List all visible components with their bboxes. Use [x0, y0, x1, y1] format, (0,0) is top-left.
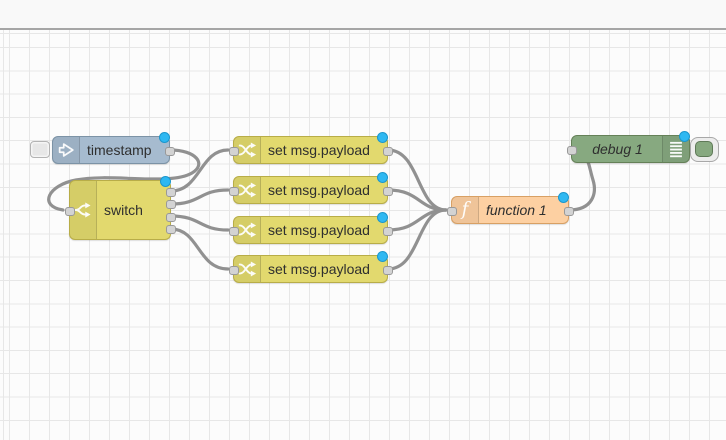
changed-indicator — [377, 211, 388, 223]
changed-indicator — [160, 175, 171, 187]
node-function1[interactable]: f function 1 — [446, 191, 574, 224]
debug-toggle-state — [695, 141, 713, 157]
function-f-icon: f — [452, 197, 479, 223]
workspace-top-strip — [0, 0, 726, 30]
input-port[interactable] — [228, 226, 239, 236]
inject-button[interactable] — [30, 141, 50, 158]
node-change3[interactable]: set msg.payload — [228, 211, 393, 244]
changed-indicator — [558, 191, 569, 203]
node-change1[interactable]: set msg.payload — [228, 131, 393, 164]
changed-indicator — [159, 131, 170, 143]
output-port-1[interactable] — [563, 206, 574, 216]
wire-timestamp-to-switch[interactable] — [47, 148, 201, 212]
wire-switch:2-to-change2[interactable] — [169, 188, 230, 206]
output-port-1[interactable] — [164, 146, 175, 156]
node-switch[interactable]: switch — [64, 175, 176, 240]
node-label: set msg.payload — [268, 142, 370, 158]
output-port-1[interactable] — [382, 146, 393, 156]
wire-switch:1-to-change1[interactable] — [169, 148, 230, 193]
output-port-1[interactable] — [382, 265, 393, 275]
output-port-2[interactable] — [165, 200, 176, 210]
node-timestamp[interactable]: timestamp — [30, 131, 175, 164]
node-label: function 1 — [486, 202, 547, 218]
input-port[interactable] — [228, 146, 239, 156]
output-port-3[interactable] — [165, 212, 176, 222]
changed-indicator — [679, 130, 690, 142]
output-port-1[interactable] — [382, 186, 393, 196]
node-label: set msg.payload — [268, 261, 370, 277]
wire-switch:3-to-change3[interactable] — [169, 214, 230, 232]
node-change4[interactable]: set msg.payload — [228, 250, 393, 283]
node-change2[interactable]: set msg.payload — [228, 171, 393, 204]
node-label: set msg.payload — [268, 222, 370, 238]
shuffle-icon — [234, 217, 261, 243]
wire-switch:4-to-change4[interactable] — [169, 227, 230, 271]
shuffle-icon — [234, 137, 261, 163]
output-port-4[interactable] — [165, 225, 176, 235]
output-port-1[interactable] — [382, 226, 393, 236]
input-port[interactable] — [228, 265, 239, 275]
switch-fork-icon — [70, 181, 97, 239]
wire-change4-to-function1[interactable] — [386, 208, 448, 271]
shuffle-icon — [234, 256, 261, 282]
changed-indicator — [377, 131, 388, 143]
shuffle-icon — [234, 177, 261, 203]
changed-indicator — [377, 171, 388, 183]
svg-text:f: f — [460, 199, 472, 220]
node-label: switch — [104, 202, 143, 218]
input-port[interactable] — [64, 206, 75, 216]
debug-toggle-button[interactable] — [690, 136, 719, 162]
node-label: timestamp — [87, 142, 152, 158]
node-label: debug 1 — [592, 141, 643, 157]
node-debug1[interactable]: debug 1 — [566, 130, 719, 163]
node-label: set msg.payload — [268, 182, 370, 198]
input-port[interactable] — [566, 145, 577, 155]
input-port[interactable] — [446, 206, 457, 216]
inject-arrow-icon — [53, 137, 80, 163]
changed-indicator — [377, 250, 388, 262]
output-port-1[interactable] — [165, 187, 176, 197]
input-port[interactable] — [228, 186, 239, 196]
